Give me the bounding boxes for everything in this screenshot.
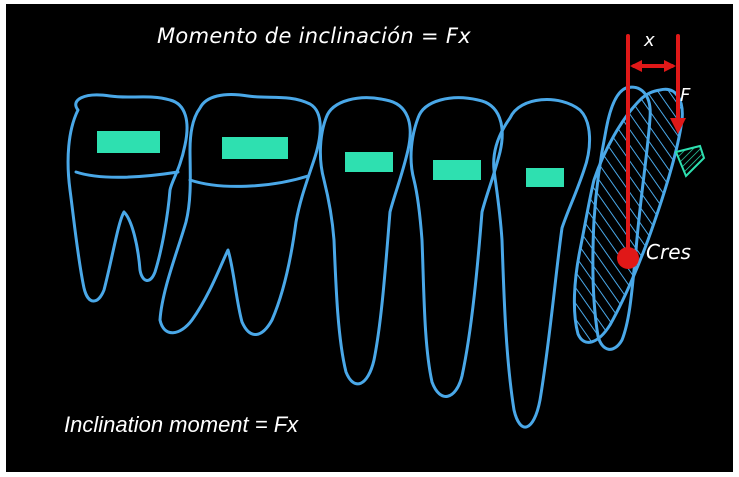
tooth-molar-2 — [158, 93, 322, 336]
bracket-canine — [526, 168, 564, 187]
bracket-premolar-1 — [345, 152, 393, 172]
tooth-premolar-2 — [409, 96, 504, 398]
molar-1-cej-line — [74, 170, 180, 179]
bracket-molar-1 — [97, 131, 160, 153]
diagram-caption: Inclination moment = Fx — [64, 412, 299, 437]
bracket-incisor — [674, 144, 706, 178]
center-of-resistance-dot — [617, 247, 639, 269]
tooth-premolar-1 — [318, 96, 412, 386]
tooth-canine — [492, 98, 592, 429]
force-arrowhead — [670, 118, 686, 134]
tooth-molar-1 — [66, 93, 189, 303]
moment-arm-arrow-right — [664, 60, 676, 72]
molar-2-cej-line — [188, 174, 310, 188]
moment-arm-arrow-left — [630, 60, 642, 72]
bracket-molar-2 — [222, 137, 288, 159]
tooth-incisor-outline — [591, 85, 652, 351]
bracket-premolar-2 — [433, 160, 481, 180]
diagram-title: Momento de inclinación = Fx — [157, 24, 471, 48]
moment-arm-label: x — [644, 30, 655, 51]
force-label: F — [680, 85, 691, 106]
center-of-resistance-label: Cres — [646, 240, 691, 264]
